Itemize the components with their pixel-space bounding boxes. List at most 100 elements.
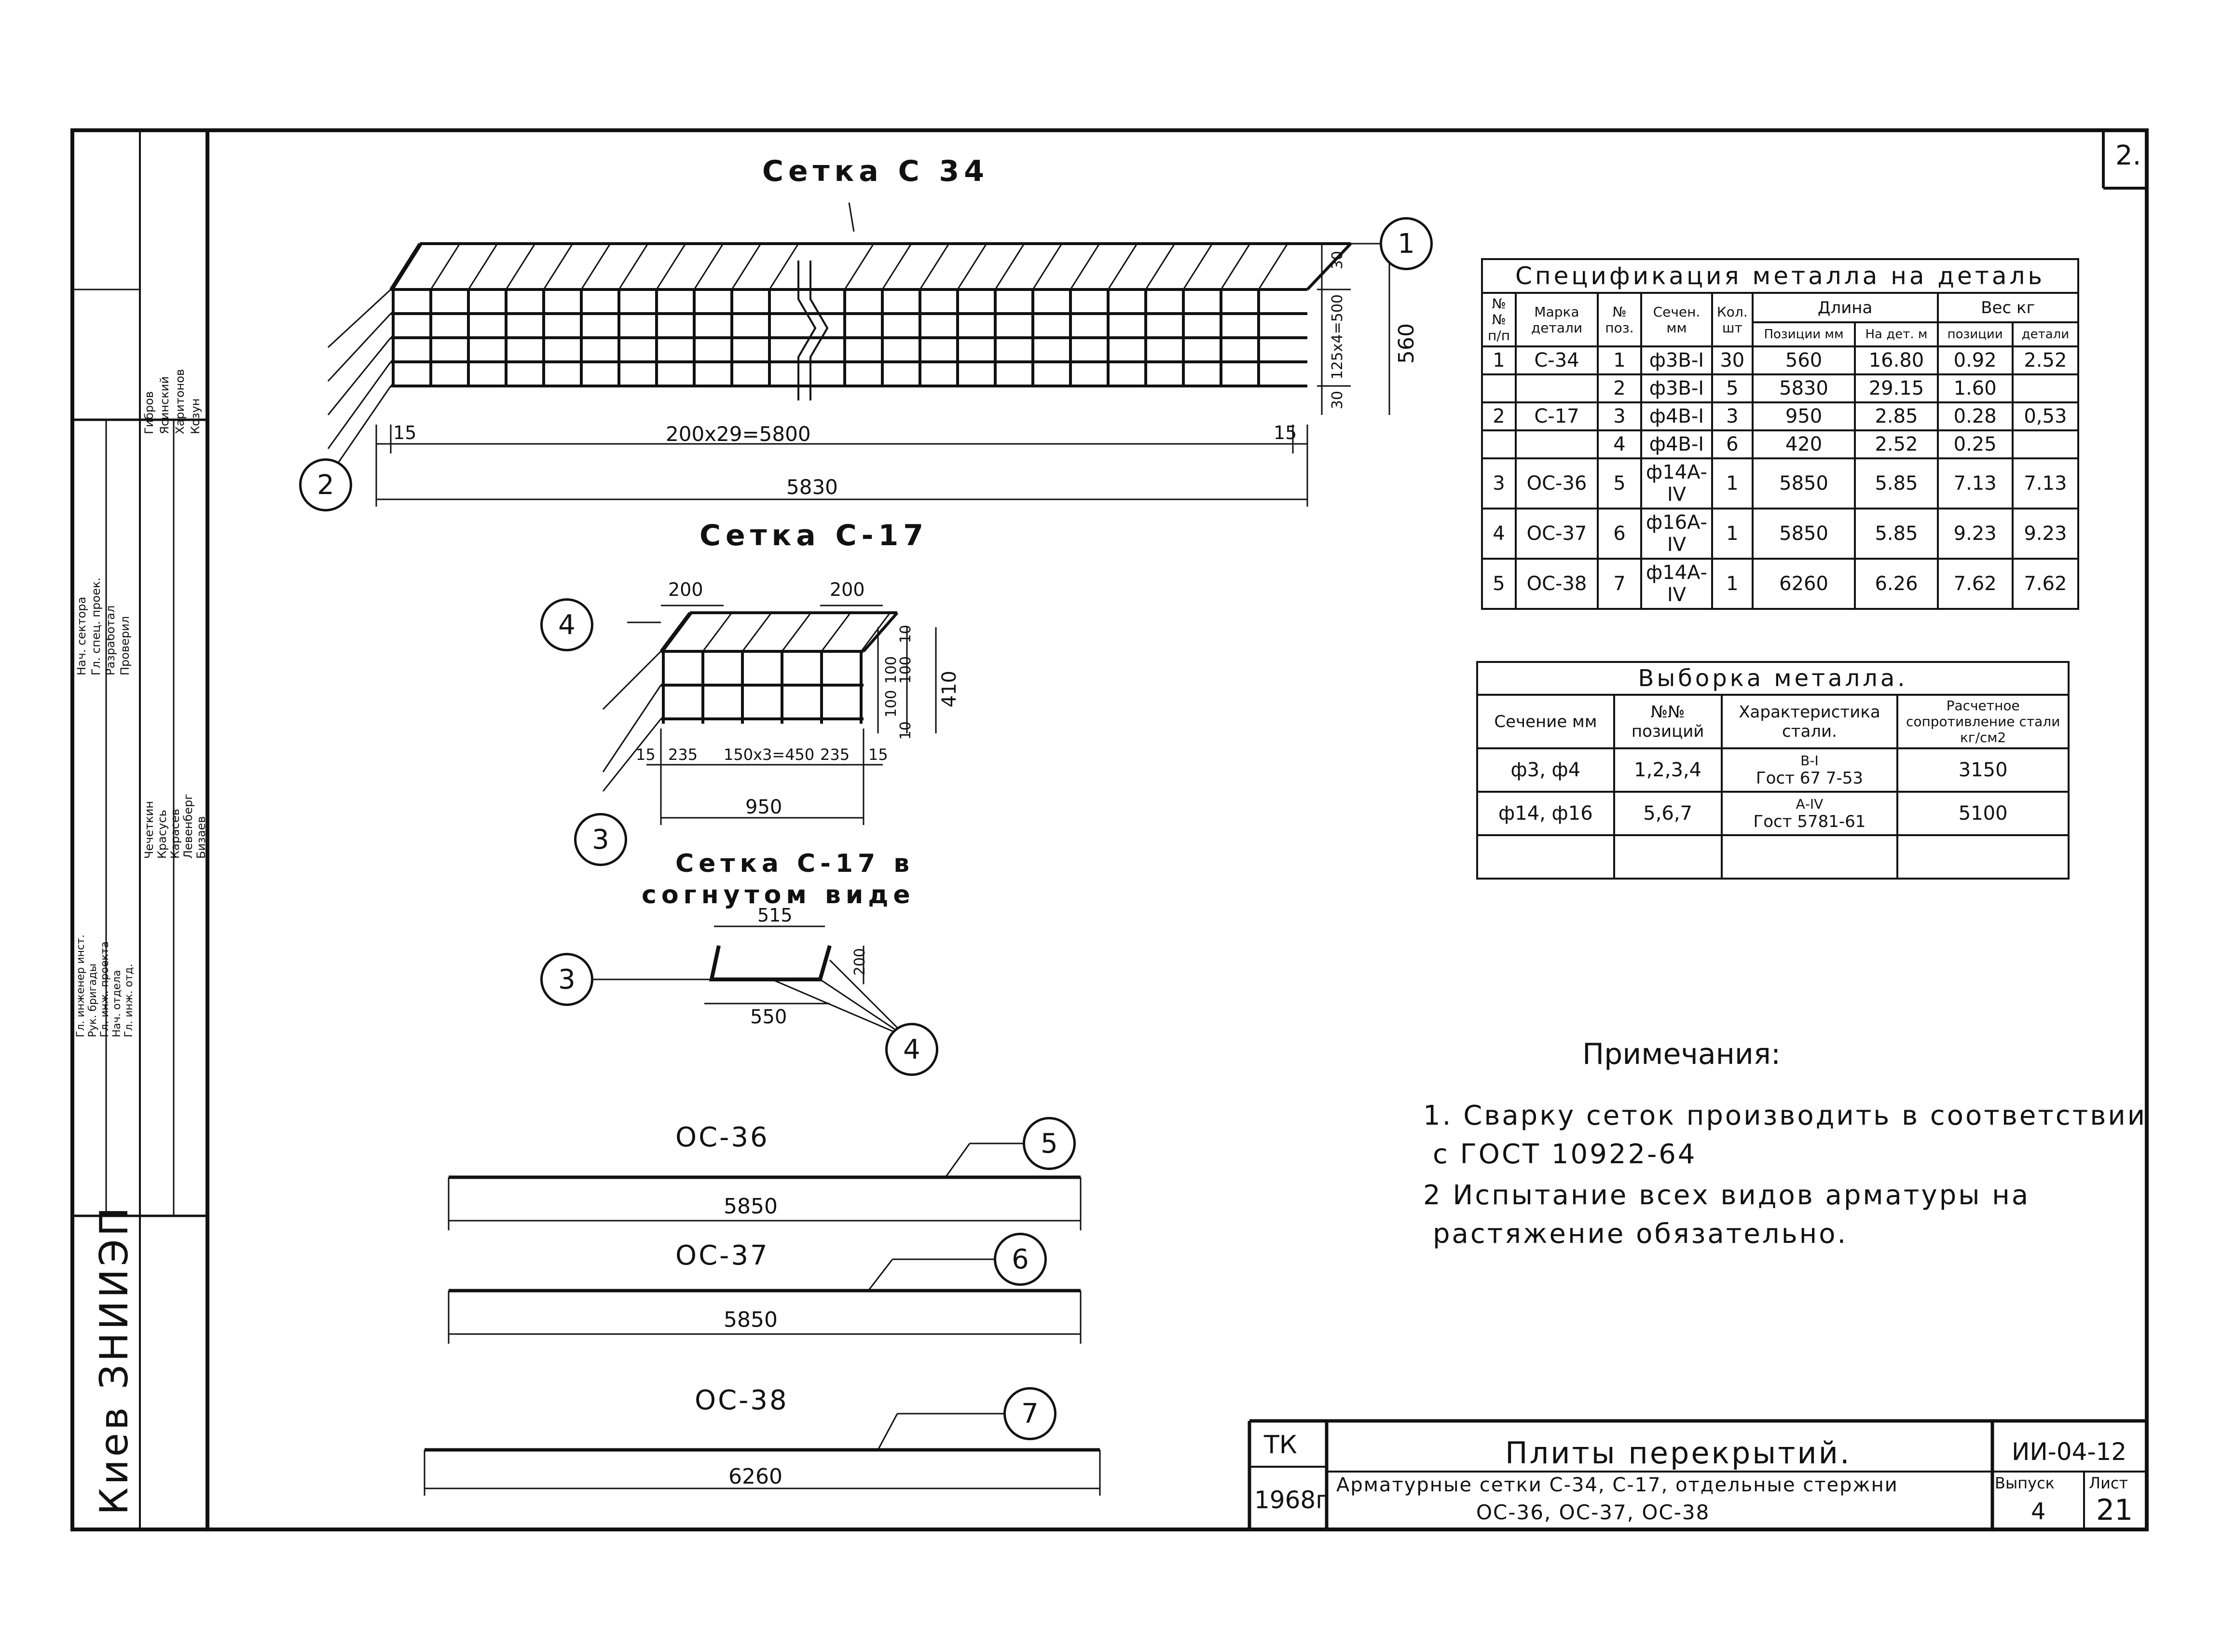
spec-cell-mark	[1515, 373, 1599, 403]
spec-cell-pos: 2	[1597, 373, 1642, 403]
dim-c34-left15: 15	[393, 422, 417, 443]
steel-gost: Гост 5781-61	[1753, 812, 1866, 831]
tb-year: 1968г	[1254, 1486, 1329, 1514]
vyborka-cell-section: ф14, ф16	[1476, 791, 1615, 836]
dim-c17-r100c: 100	[883, 690, 900, 718]
spec-cell-lp: 6260	[1751, 558, 1856, 610]
spec-cell-wp: 7.62	[1936, 558, 2014, 610]
mesh-c17-crossbar-top	[821, 612, 851, 652]
spec-cell-qty: 30	[1711, 345, 1754, 375]
spec-cell-mark: ОС-37	[1515, 508, 1599, 560]
dim-c34-length: 5830	[786, 475, 838, 499]
spec-cell-ld: 5.85	[1854, 508, 1939, 560]
spec-cell-wd: 7.62	[2011, 558, 2080, 610]
dim-c17-r10a: 10	[897, 625, 914, 644]
rod-1-length: 5850	[724, 1194, 778, 1219]
mesh-c34-crossbar-top	[430, 243, 461, 290]
spec-cell-pos: 6	[1597, 508, 1642, 560]
mesh-c34-crossbar-top	[618, 243, 649, 290]
rod-1-label: ОС-36	[675, 1122, 769, 1153]
spec-cell-wp: 1.60	[1936, 373, 2014, 403]
mesh-c17-title: Сетка С-17	[700, 519, 929, 552]
tb-sheet-label: Лист	[2089, 1474, 2128, 1492]
spec-cell-qty: 5	[1711, 373, 1754, 403]
position-balloon-7: 7	[1003, 1387, 1056, 1440]
steel-gost: Гост 67 7-53	[1756, 768, 1864, 788]
mesh-c17-bent	[589, 925, 908, 1038]
spec-cell-pos: 4	[1597, 429, 1642, 459]
vyborka-cell-positions: 5,6,7	[1613, 791, 1723, 836]
dim-c34-top30: 30	[1329, 251, 1346, 270]
spec-cell-n: 1	[1481, 345, 1517, 375]
mesh-c34-crossbar-top	[844, 243, 875, 290]
spec-cell-qty: 1	[1711, 508, 1754, 560]
vyborka-cell-section: ф3, ф4	[1476, 747, 1615, 793]
dim-c34-spacing: 200x29=5800	[666, 422, 811, 446]
mesh-c34-crossbar-top	[768, 243, 799, 290]
note-1-line-1: 1. Сварку сеток производить в соответств…	[1423, 1100, 2147, 1131]
rod-3-label: ОС-38	[695, 1385, 789, 1416]
tb-issue-label: Выпуск	[1995, 1474, 2055, 1492]
spec-cell-sec: ф3В-I	[1640, 345, 1713, 375]
mesh-c17-crossbar-top	[781, 612, 812, 652]
dim-c17-b235b: 235	[820, 745, 850, 764]
mesh-c34-crossbar-top	[881, 243, 912, 290]
spec-cell-wp: 7.13	[1936, 457, 2014, 509]
page-number: 2.	[2115, 140, 2141, 171]
mesh-c34-crossbar-top	[543, 243, 574, 290]
mesh-c34-crossbar-top	[505, 243, 536, 290]
spec-cell-ld: 29.15	[1854, 373, 1939, 403]
mesh-c17-crossbar-top	[860, 612, 891, 652]
dim-c17-top-right: 200	[830, 579, 865, 600]
rod-3-length: 6260	[728, 1464, 782, 1489]
spec-cell-n	[1481, 429, 1517, 459]
spec-cell-n: 3	[1481, 457, 1517, 509]
spec-cell-lp: 5850	[1751, 457, 1856, 509]
vyborka-cell-positions: 1,2,3,4	[1613, 747, 1723, 793]
dim-c17-height: 410	[938, 671, 960, 708]
spec-cell-ld: 2.85	[1854, 401, 1939, 431]
spec-cell-qty: 1	[1711, 457, 1754, 509]
spec-cell-wd: 0,53	[2011, 401, 2080, 431]
spec-cell-n: 4	[1481, 508, 1517, 560]
steel-class: А-IV	[1796, 796, 1824, 812]
spec-cell-n: 2	[1481, 401, 1517, 431]
mesh-c34-crossbar-top	[957, 243, 988, 290]
mesh-c17-crossbar-top	[741, 612, 772, 652]
mesh-c34-crossbar-top	[392, 243, 423, 290]
dim-c17-spacing: 150x3=450	[724, 745, 815, 764]
position-balloon-6: 6	[994, 1233, 1047, 1286]
tb-code: ИИ-04-12	[2012, 1438, 2127, 1466]
dim-c17-b235a: 235	[668, 745, 698, 764]
mesh-c17-crossbar-top	[662, 612, 693, 652]
mesh-c34-crossbar-top	[580, 243, 611, 290]
mesh-c34-crossbar-top	[467, 243, 498, 290]
dim-c17-b15a: 15	[636, 745, 656, 764]
vyborka-table-title: Выборка металла.	[1476, 661, 2070, 696]
spec-table-title: Спецификация металла на деталь	[1481, 258, 2079, 294]
spec-cell-wp: 0.28	[1936, 401, 2014, 431]
dim-c17-top-left: 200	[668, 579, 703, 600]
spec-table: Спецификация металла на деталь №№ п/п Ма…	[1481, 258, 2080, 610]
mesh-c34	[327, 202, 1390, 507]
position-balloon-2: 2	[299, 458, 352, 511]
position-balloon-1: 1	[1380, 217, 1433, 270]
spec-cell-sec: ф3В-I	[1640, 373, 1713, 403]
vyborka-table: Выборка металла. Сечение мм №№ позиций Х…	[1476, 661, 2070, 880]
spec-cell-mark: ОС-36	[1515, 457, 1599, 509]
rod-2-label: ОС-37	[675, 1240, 769, 1271]
city-org-stamp: Киев ЗНИИЭП	[92, 1204, 137, 1515]
mesh-c17-crossbars	[662, 612, 891, 724]
position-balloon-5: 5	[1023, 1117, 1076, 1170]
dim-c34-right15: 15	[1274, 422, 1297, 443]
dim-c17-r10b: 10	[897, 721, 914, 740]
spec-cell-lp: 5850	[1751, 508, 1856, 560]
dim-c17-length: 950	[745, 796, 782, 818]
spec-cell-wp: 0.25	[1936, 429, 2014, 459]
dim-c17-bent-top: 515	[757, 905, 793, 926]
note-2-line-1: 2 Испытание всех видов арматуры на	[1423, 1180, 2030, 1211]
spec-cell-sec: ф14А-IV	[1640, 457, 1713, 509]
